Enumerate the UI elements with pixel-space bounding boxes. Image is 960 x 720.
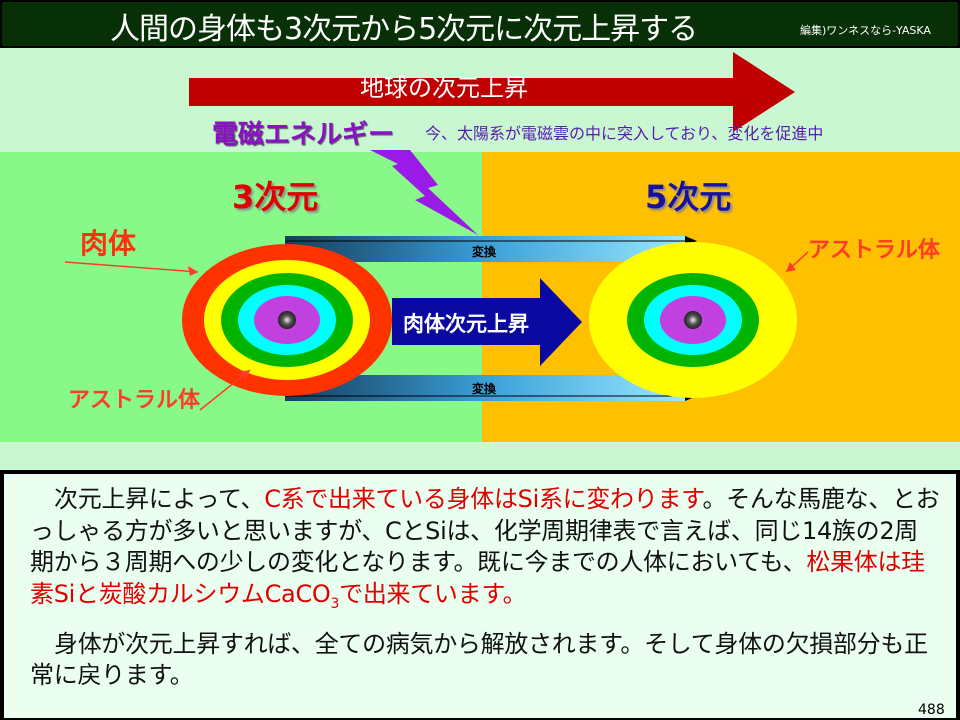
- convert-label-bottom: 変換: [472, 382, 497, 396]
- slide-title: 人間の身体も3次元から5次元に次元上昇する: [110, 12, 698, 47]
- convert-label-top: 変換: [472, 245, 497, 259]
- text-run: 。そんな馬鹿な、とおっしゃる方が多いと思いますが、CとSiは、化学周期律表で言え…: [30, 485, 940, 576]
- title-bar: [0, 0, 960, 48]
- paragraph-2: 身体が次元上昇すれば、全ての病気から解放されます。そして身体の欠損部分も正常に戻…: [30, 629, 928, 690]
- earth-ascension-arrow: [189, 52, 795, 132]
- em-energy-label: 電磁エネルギー: [212, 120, 395, 150]
- physical-body-label: 肉体: [80, 227, 137, 260]
- page-number: 488: [918, 702, 945, 718]
- explanation-text: 次元上昇によって、C系で出来ている身体はSi系に変わります。そんな馬鹿な、とおっ…: [30, 484, 940, 692]
- diagram-graphics: [64, 52, 809, 411]
- 3d-body-rings: [182, 244, 392, 396]
- highlight-text: 松果体は珪素Siと炭酸カルシウムCaCO: [30, 548, 925, 608]
- lightning-bolt-icon: [370, 150, 478, 235]
- astral-body-label-right: アストラル体: [808, 238, 941, 263]
- explanation-panel: [0, 470, 960, 720]
- dimension-5-label: 5次元: [645, 178, 732, 216]
- earth-ascension-label: 地球の次元上昇: [360, 74, 528, 102]
- astral-body-label-left: アストラル体: [68, 388, 201, 413]
- convert-arrow-top: [285, 236, 685, 262]
- highlight-text: で出来ています。: [339, 579, 527, 608]
- em-energy-description: 今、太陽系が電磁雲の中に突入しており、変化を促進中: [425, 124, 824, 143]
- credit: 編集)ワンネスなら-YASKA: [800, 24, 931, 37]
- paragraph-1: 次元上昇によって、C系で出来ている身体はSi系に変わります。そんな馬鹿な、とおっ…: [30, 484, 940, 620]
- text-run: 次元上昇によって、: [54, 485, 265, 513]
- subscript: 3: [330, 595, 340, 612]
- dimension-3-label: 3次元: [232, 178, 319, 216]
- spacer: [0, 442, 960, 468]
- body-ascension-arrow: [392, 278, 582, 366]
- highlight-text: C系で出来ている身体はSi系に変わります: [264, 485, 703, 513]
- 5d-body-rings: [589, 242, 797, 398]
- body-ascension-label: 肉体次元上昇: [403, 312, 529, 336]
